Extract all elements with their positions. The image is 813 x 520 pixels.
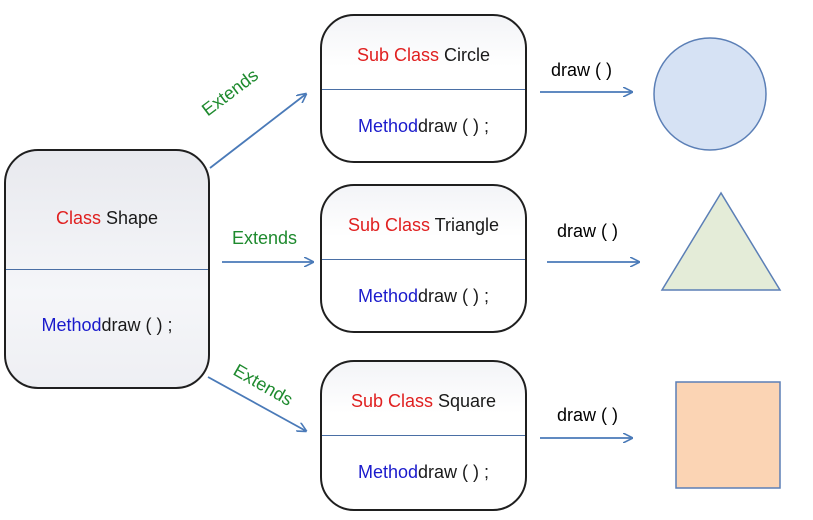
subclass-name-circle: Circle [444, 45, 491, 65]
draw-label-triangle: draw ( ) [557, 221, 619, 241]
subclass-header-square: Sub Class Square [322, 391, 525, 412]
triangle-shape [660, 191, 782, 291]
method-signature: draw ( ) ; [418, 116, 490, 136]
subclass-box-circle: Sub Class Circle Methoddraw ( ) ; [320, 14, 527, 163]
subclass-keyword: Sub Class [350, 391, 433, 411]
parent-class-box: Class Shape Methoddraw ( ) ; [4, 149, 210, 389]
subclass-header-circle: Sub Class Circle [322, 45, 525, 66]
method-keyword: Method [357, 116, 419, 136]
subclass-divider-triangle [322, 259, 525, 260]
subclass-header-triangle: Sub Class Triangle [322, 215, 525, 236]
method-keyword: Method [357, 462, 419, 482]
subclass-divider-square [322, 435, 525, 436]
circle-shape [653, 37, 767, 151]
draw-label-circle: draw ( ) [551, 60, 613, 80]
subclass-method-triangle: Methoddraw ( ) ; [322, 286, 525, 307]
subclass-keyword: Sub Class [356, 45, 439, 65]
subclass-box-triangle: Sub Class Triangle Methoddraw ( ) ; [320, 184, 527, 333]
method-signature: draw ( ) ; [418, 462, 490, 482]
parent-class-name: Shape [105, 208, 159, 228]
parent-class-header: Class Shape [6, 208, 208, 229]
extends-arrow-square [207, 376, 306, 431]
subclass-name-triangle: Triangle [434, 215, 500, 235]
parent-class-divider [6, 269, 208, 270]
extends-label-triangle: Extends [232, 228, 298, 248]
method-signature: draw ( ) ; [418, 286, 490, 306]
subclass-keyword: Sub Class [347, 215, 430, 235]
class-keyword: Class [55, 208, 101, 228]
extends-arrow-circle [209, 94, 306, 169]
method-signature: draw ( ) ; [101, 315, 173, 335]
subclass-method-square: Methoddraw ( ) ; [322, 462, 525, 483]
parent-class-method: Methoddraw ( ) ; [6, 315, 208, 336]
subclass-box-square: Sub Class Square Methoddraw ( ) ; [320, 360, 527, 511]
subclass-method-circle: Methoddraw ( ) ; [322, 116, 525, 137]
method-keyword: Method [41, 315, 102, 335]
subclass-divider-circle [322, 89, 525, 90]
draw-label-square: draw ( ) [557, 405, 619, 425]
subclass-name-square: Square [438, 391, 497, 411]
method-keyword: Method [357, 286, 419, 306]
square-shape [675, 381, 781, 489]
